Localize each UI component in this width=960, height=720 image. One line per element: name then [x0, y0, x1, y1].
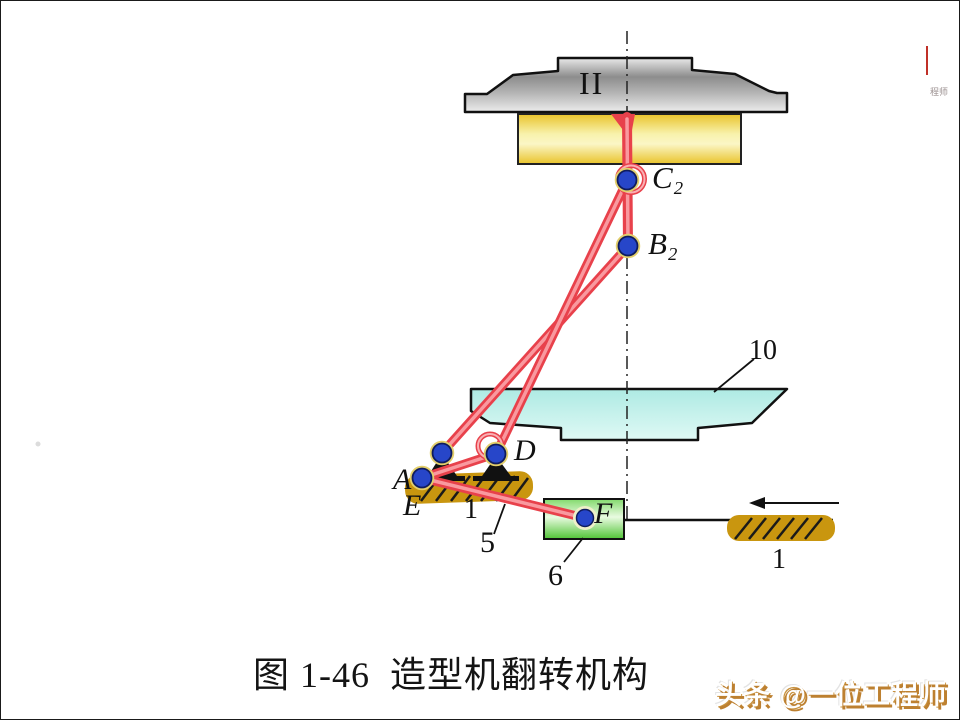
label-joint-b2: B₂	[648, 226, 678, 261]
faint-dot	[35, 441, 41, 447]
label-joint-f: F	[594, 497, 613, 530]
frame-ground-right	[727, 515, 835, 541]
motion-arrow	[749, 497, 839, 509]
pivot-support-D	[480, 456, 513, 479]
joint-b2-pin	[615, 233, 641, 259]
label-flask-position: II	[579, 65, 605, 101]
joint-d-pin	[483, 441, 509, 467]
label-link-5: 5	[480, 526, 495, 559]
label-cylinder-6: 6	[548, 559, 563, 592]
figure-caption: 图 1-46 造型机翻转机构	[253, 655, 649, 695]
label-joint-d: D	[514, 434, 536, 467]
pin-joints	[409, 167, 641, 530]
flask-plate-shape	[463, 56, 789, 114]
corner-watermark-text: 程师	[930, 87, 949, 97]
label-joint-e: E	[403, 489, 422, 522]
joint-c2-pin	[614, 167, 640, 193]
leader-lines	[493, 358, 755, 563]
label-part-10: 10	[749, 335, 777, 366]
joint-f-pin	[573, 506, 597, 530]
joint-e-pin	[409, 465, 435, 491]
watermark-text: 头条 @一位工程师	[715, 680, 947, 710]
label-frame-left: 1	[464, 494, 478, 525]
label-joint-c2: C₂	[652, 160, 684, 195]
label-joint-a: A	[393, 463, 412, 496]
label-frame-right: 1	[772, 544, 786, 575]
joint-a-pin	[429, 440, 455, 466]
platform-10-shape	[469, 387, 789, 442]
